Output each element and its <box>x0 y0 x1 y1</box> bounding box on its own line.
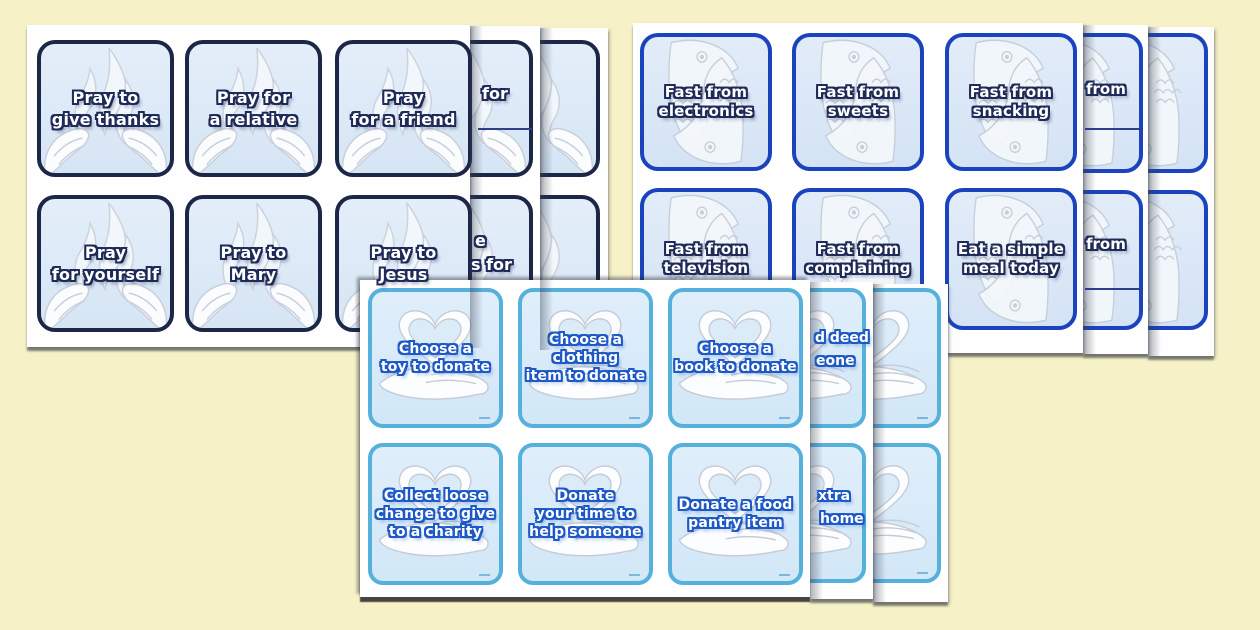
partial-text: d deed <box>815 330 869 346</box>
watermark <box>629 574 640 576</box>
card-text: your time to <box>535 505 636 522</box>
partial-text: eone <box>816 353 855 369</box>
blank-fill-line <box>1085 128 1143 130</box>
card-text: Donate <box>556 487 615 504</box>
watermark <box>917 572 928 574</box>
blank-fill-line <box>1085 288 1143 290</box>
card-text: Pray <box>382 88 425 108</box>
card-text: clothing <box>552 349 619 366</box>
card-text: television <box>663 259 749 277</box>
card-text: pantry item <box>688 515 783 531</box>
card-text: Choose a <box>398 340 473 357</box>
card-text: meal today <box>963 259 1059 277</box>
partial-text: xtra <box>818 488 851 504</box>
card-give-food-pantry: Donate a food pantry item <box>668 443 803 585</box>
watermark <box>917 417 928 419</box>
fasting-partial-sheet-2 <box>1076 27 1214 356</box>
almsgiving-partial-sheet-1: d deed eone xtra home <box>731 282 873 599</box>
card-text: Collect loose <box>383 487 488 504</box>
card-text: Choose a <box>548 331 623 348</box>
card-text: change to give <box>375 505 496 522</box>
card-text: complaining <box>805 259 911 277</box>
card-text: Pray to <box>72 88 139 108</box>
card-text: toy to donate <box>380 359 491 375</box>
card-text: help someone <box>529 524 642 541</box>
card-text: item to donate <box>525 368 646 385</box>
card-text: to a charity <box>388 524 483 541</box>
blank-fill-line <box>478 128 532 130</box>
card-text: Fast from <box>969 82 1053 101</box>
watermark <box>779 417 790 419</box>
partial-text: for <box>482 84 508 103</box>
card-text: Pray <box>84 243 127 263</box>
card-text: Pray for <box>216 88 291 108</box>
watermark <box>779 574 790 576</box>
card-text: Choose a <box>698 340 773 357</box>
card-text: for yourself <box>51 264 160 284</box>
card-text: Mary <box>230 264 277 284</box>
card-text: for a friend <box>351 109 456 129</box>
card-give-toy: Choose a toy to donate <box>368 288 503 428</box>
card-text: Eat a simple <box>957 239 1065 258</box>
card-text: Jesus <box>379 264 428 284</box>
card-text: electronics <box>658 102 754 120</box>
watermark <box>479 574 490 576</box>
watermark <box>629 417 640 419</box>
card-text: Pray to <box>220 243 287 263</box>
card-give-book: Choose a book to donate <box>668 288 803 428</box>
card-text: Fast from <box>816 239 900 258</box>
watermark <box>479 417 490 419</box>
card-text: Fast from <box>664 239 748 258</box>
card-text: give thanks <box>51 109 160 129</box>
partial-text: from <box>1086 80 1126 98</box>
card-text: snacking <box>972 102 1050 120</box>
card-text: book to donate <box>674 359 797 375</box>
card-text: Fast from <box>664 82 748 101</box>
partial-text: from <box>1086 235 1126 253</box>
partial-text: home <box>820 511 864 527</box>
almsgiving-partial-sheet-2 <box>806 284 948 602</box>
card-text: sweets <box>827 102 889 120</box>
fasting-partial-sheet-1: from from <box>1011 25 1148 354</box>
card-text: Donate a food <box>678 496 793 513</box>
partial-text: e <box>475 231 486 250</box>
card-text: Pray to <box>370 243 437 263</box>
partial-text: s for <box>471 255 512 274</box>
card-text: a relative <box>209 109 298 129</box>
card-text: Fast from <box>816 82 900 101</box>
